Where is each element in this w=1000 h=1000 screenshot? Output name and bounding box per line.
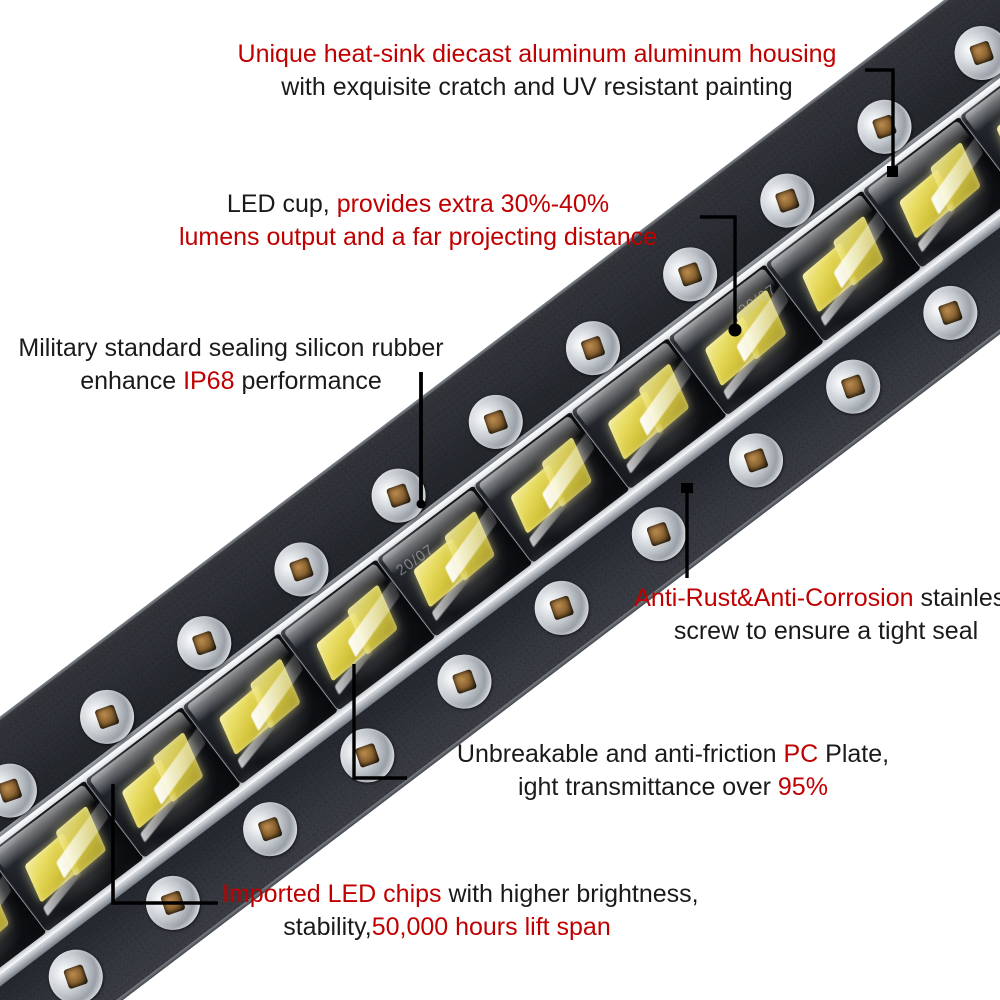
annotation-line: ight transmittance over 95% <box>438 771 908 804</box>
annotation-line: screw to ensure a tight seal <box>616 615 1000 648</box>
plain-text: ight transmittance over <box>518 772 778 801</box>
annotation-line: lumens output and a far projecting dista… <box>168 221 668 254</box>
annotation-line: Unique heat-sink diecast aluminum alumin… <box>226 38 848 71</box>
annotation-line: Unbreakable and anti-friction PC Plate, <box>438 738 908 771</box>
plain-text: enhance <box>80 366 184 395</box>
highlight-text: Anti-Rust&Anti-Corrosion <box>634 584 914 612</box>
highlight-text: Imported LED chips <box>222 880 442 908</box>
highlight-text: lumens output and a far projecting dista… <box>178 222 658 251</box>
annotation-line: stability,50,000 hours lift span <box>222 911 672 944</box>
annotation-led-cup: LED cup, provides extra 30%-40%lumens ou… <box>168 188 668 253</box>
highlight-text: Unique heat-sink diecast aluminum alumin… <box>237 40 837 68</box>
annotation-line: enhance IP68 performance <box>6 365 456 398</box>
annotation-led-chips: Imported LED chips with higher brightnes… <box>222 878 699 944</box>
highlight-text: provides extra 30%-40% <box>336 190 610 218</box>
plain-text: performance <box>234 366 382 395</box>
plain-text: Military standard sealing silicon rubber <box>18 334 444 362</box>
plain-text: stability, <box>283 912 372 941</box>
annotation-line: LED cup, provides extra 30%-40% <box>168 188 668 221</box>
annotation-line: with exquisite cratch and UV resistant p… <box>226 71 848 104</box>
plain-text: with exquisite cratch and UV resistant p… <box>281 72 793 101</box>
annotation-line: Military standard sealing silicon rubber <box>6 332 456 365</box>
plain-text: Plate, <box>818 740 890 768</box>
plain-text: Unbreakable and anti-friction <box>456 740 784 768</box>
annotation-line: Imported LED chips with higher brightnes… <box>222 878 699 911</box>
annotation-stainless-screw: Anti-Rust&Anti-Corrosion stainlessscrew … <box>616 582 1000 647</box>
highlight-text: 95% <box>777 772 828 801</box>
plain-text: with higher brightness, <box>441 880 699 908</box>
highlight-text: IP68 <box>183 366 235 395</box>
annotation-housing: Unique heat-sink diecast aluminum alumin… <box>226 38 848 103</box>
plain-text: screw to ensure a tight seal <box>673 616 979 645</box>
plain-text: LED cup, <box>226 190 337 218</box>
highlight-text: 50,000 hours lift span <box>371 912 611 941</box>
annotation-pc-plate: Unbreakable and anti-friction PC Plate,i… <box>438 738 908 803</box>
highlight-text: PC <box>783 740 819 768</box>
annotation-silicon-rubber: Military standard sealing silicon rubber… <box>6 332 456 397</box>
